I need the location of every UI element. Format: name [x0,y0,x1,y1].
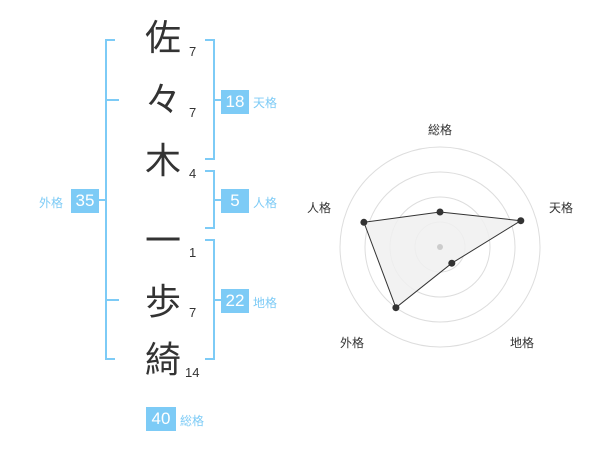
chikaku-label: 地格 [253,296,278,310]
stroke-count-2: 7 [189,105,197,120]
name-char-3: 木 [144,141,181,182]
name-char-4: 一 [144,221,181,262]
stroke-count-1: 7 [189,44,197,59]
jinkaku-label: 人格 [253,196,278,210]
chikaku-bracket-tick [213,299,221,301]
radar-point-0 [436,208,444,216]
gaikaku-inner-tick-2 [105,299,119,301]
radar-center-point [437,244,443,250]
radar-axis-label-gaikaku: 外格 [340,336,365,350]
radar-point-2 [448,259,456,267]
radar-axis-label-chikaku: 地格 [510,336,535,350]
jinkaku-bracket-tick [213,199,221,201]
soukaku-badge: 40 [146,407,176,431]
tenkaku-label: 天格 [253,96,278,110]
radar-series [360,208,525,312]
radar-axis-label-jinkaku: 人格 [307,201,332,215]
jinkaku-badge: 5 [221,189,249,213]
gaikaku-label: 外格 [39,196,64,210]
tenkaku-bracket-tick [213,99,221,101]
soukaku-label: 総格 [180,414,205,428]
stroke-count-5: 7 [189,305,197,320]
radar-point-3 [392,304,400,312]
radar-axis-label-soukaku: 総格 [428,123,453,137]
name-char-6: 綺 [144,340,181,381]
name-char-1: 佐 [144,18,181,59]
name-char-2: 々 [144,80,181,121]
radar-axis-label-tenkaku: 天格 [549,201,574,215]
chikaku-badge: 22 [221,289,249,313]
radar-ring-4 [339,146,541,348]
tenkaku-badge: 18 [221,90,249,114]
gaikaku-badge: 35 [71,189,99,213]
radar-polygon [363,211,523,309]
stroke-count-3: 4 [189,166,197,181]
gaikaku-bracket-tick [99,199,107,201]
radar-point-4 [360,218,368,226]
stroke-count-4: 1 [189,245,197,260]
name-char-5: 歩 [144,282,181,323]
gaikaku-inner-tick-1 [105,99,119,101]
radar-point-1 [517,217,525,225]
radar-ring-3 [364,171,516,323]
stroke-count-6: 14 [185,365,200,380]
